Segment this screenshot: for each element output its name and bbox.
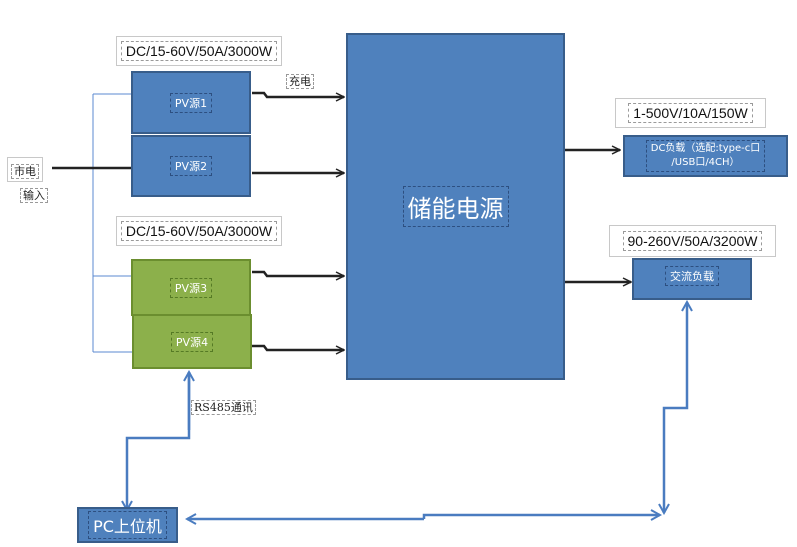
mains-sublabel-box: 输入 bbox=[20, 184, 48, 203]
pv-source-2-label: PV源2 bbox=[169, 156, 213, 176]
pc-ac-line bbox=[422, 515, 660, 519]
storage-power-unit[interactable]: 储能电源 bbox=[346, 33, 565, 380]
pv-group-2-spec: DC/15-60V/50A/3000W bbox=[116, 216, 282, 246]
charge-label-box: 充电 bbox=[286, 70, 314, 89]
mains-sublabel: 输入 bbox=[20, 188, 48, 203]
pv-group-1-spec: DC/15-60V/50A/3000W bbox=[116, 36, 282, 66]
pv1-arrow bbox=[252, 91, 344, 97]
dc-load-label: DC负载（选配:type-c口 /USB口/4CH） bbox=[645, 140, 766, 172]
rs485-label-box: RS485通讯 bbox=[191, 396, 256, 415]
pv-source-3-label: PV源3 bbox=[169, 277, 213, 298]
dc-load[interactable]: DC负载（选配:type-c口 /USB口/4CH） bbox=[623, 135, 788, 177]
pv4-arrow bbox=[252, 344, 344, 350]
pv-source-2[interactable]: PV源2 bbox=[131, 135, 251, 197]
pv-source-4-label: PV源4 bbox=[170, 331, 214, 352]
mains-bus bbox=[92, 93, 132, 353]
pv-source-1[interactable]: PV源1 bbox=[131, 71, 251, 134]
rs485-line bbox=[127, 372, 191, 510]
rs485-label: RS485通讯 bbox=[191, 400, 256, 415]
ac-load-label: 交流负载 bbox=[665, 266, 719, 286]
storage-power-label: 储能电源 bbox=[402, 186, 509, 227]
ac-load-spec: 90-260V/50A/3200W bbox=[609, 225, 776, 257]
pc-host-label: PC上位机 bbox=[88, 511, 167, 539]
pv-source-3[interactable]: PV源3 bbox=[131, 259, 251, 316]
pv-source-4[interactable]: PV源4 bbox=[132, 314, 252, 369]
mains-label: 市电 bbox=[11, 164, 39, 179]
pv3-arrow bbox=[252, 270, 344, 276]
dc-load-spec: 1-500V/10A/150W bbox=[615, 98, 766, 128]
pv-source-1-label: PV源1 bbox=[169, 92, 213, 113]
ac-load[interactable]: 交流负载 bbox=[632, 258, 752, 300]
mains-label-box: 市电 bbox=[7, 157, 43, 182]
charge-label: 充电 bbox=[286, 74, 314, 89]
pc-host[interactable]: PC上位机 bbox=[77, 507, 178, 543]
